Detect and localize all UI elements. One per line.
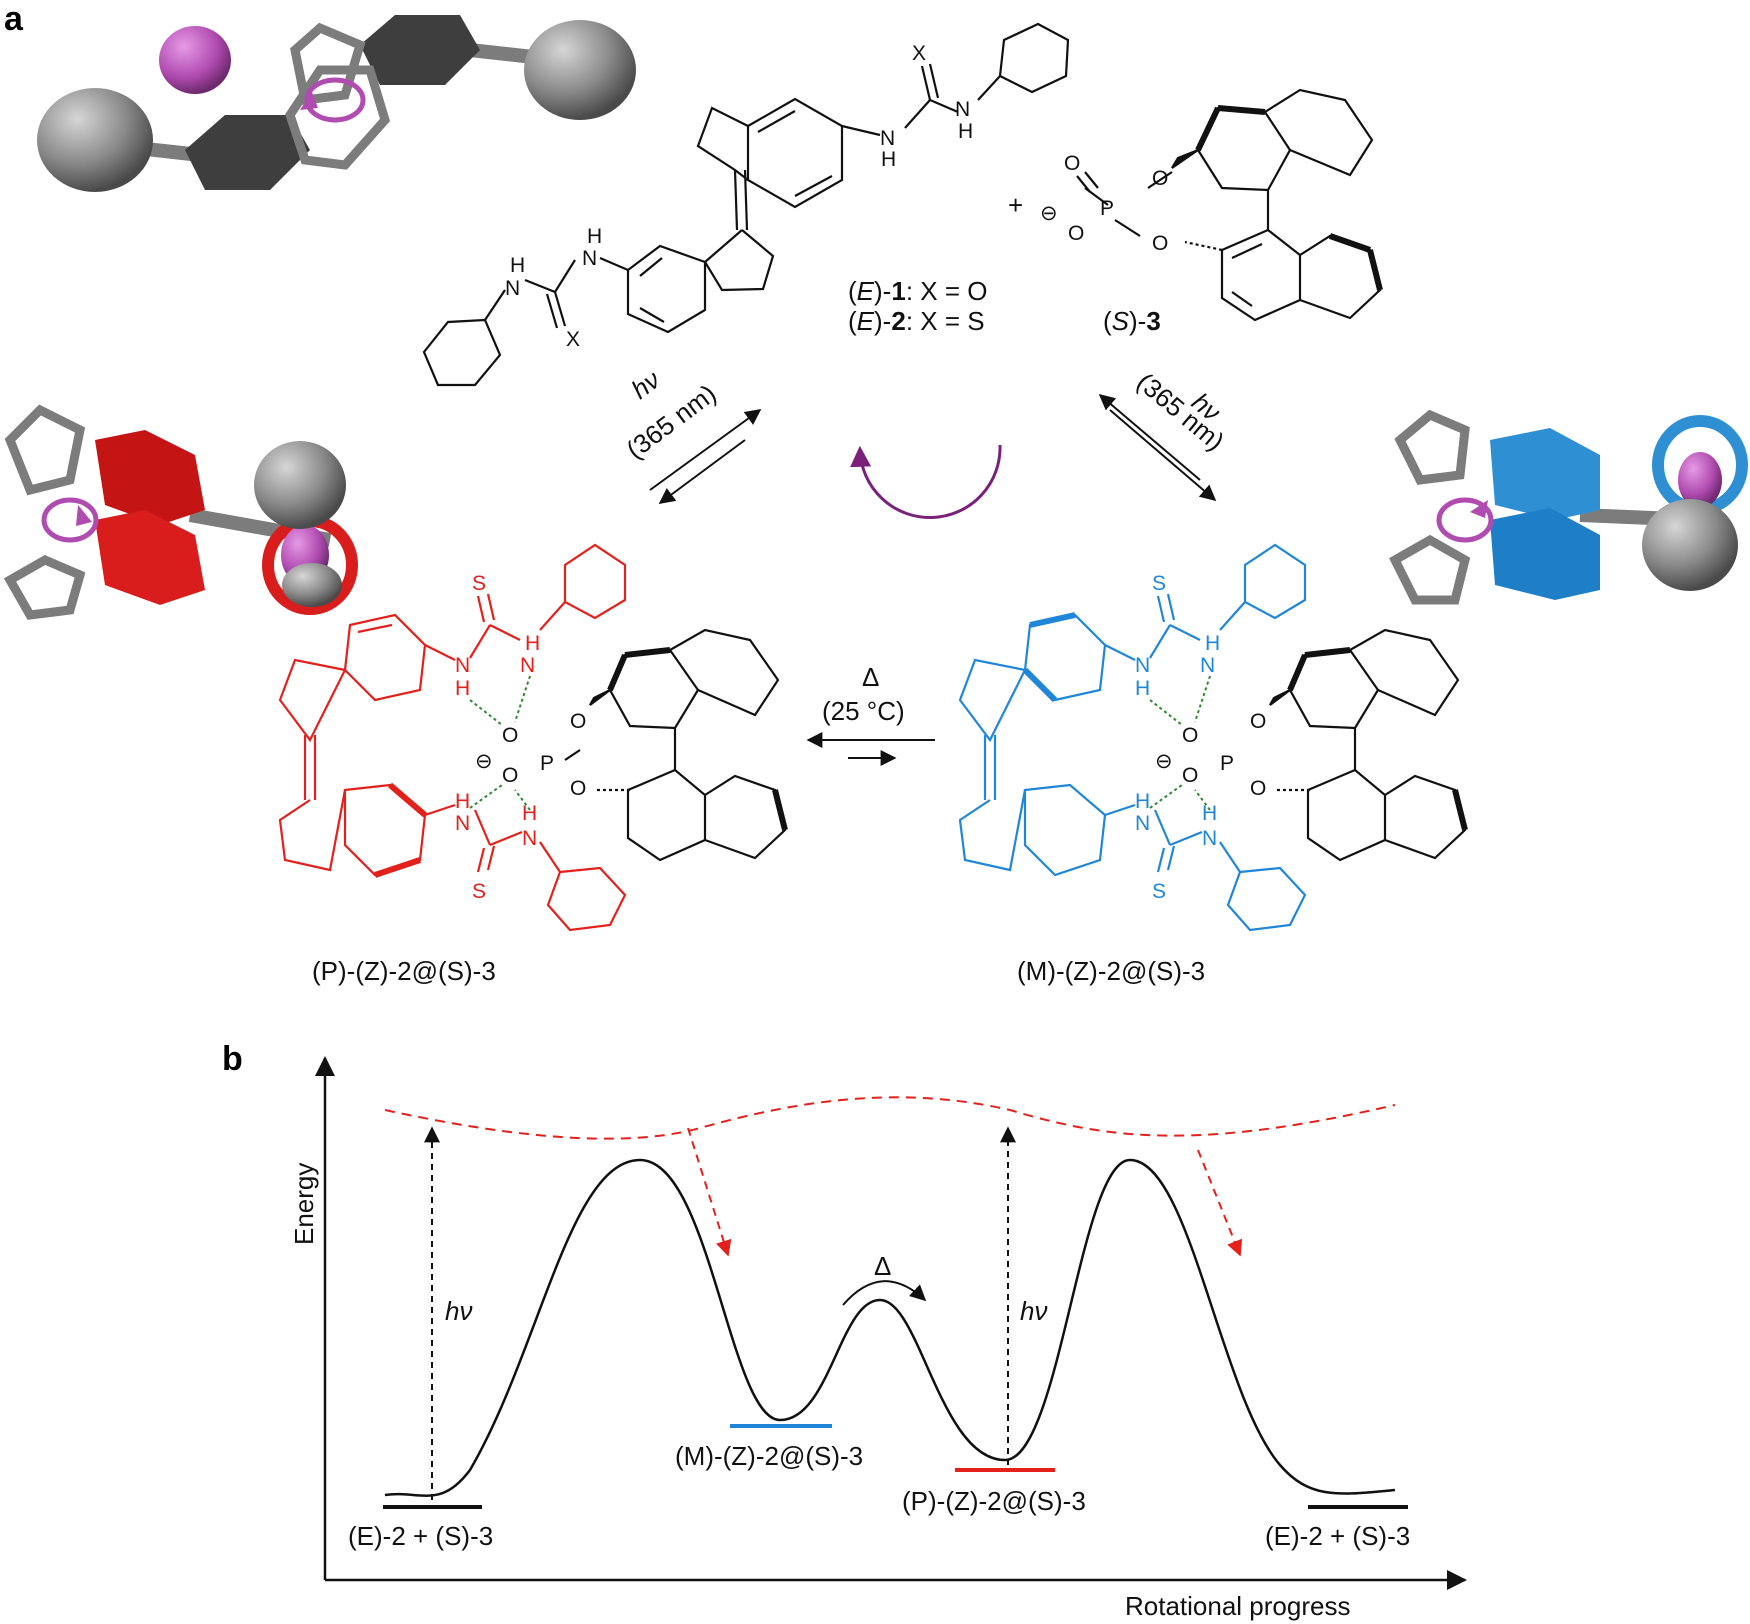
svg-text:O: O	[1250, 710, 1266, 733]
svg-text:O: O	[1068, 222, 1084, 245]
photo-equilibrium-right: hν (365 nm)	[1098, 367, 1230, 502]
svg-text:N: N	[455, 654, 470, 677]
svg-text:X: X	[566, 328, 580, 351]
svg-text:O: O	[570, 777, 586, 800]
complex-m-structure	[958, 543, 1307, 932]
energy-diagram: Energy Rotational progress hν hν Δ (E)-2…	[289, 1056, 1467, 1621]
complex-m-atoms: N H N H S H N H N S O O P O O ⊖	[1135, 572, 1266, 903]
svg-text:H: H	[587, 225, 602, 248]
svg-text:H: H	[510, 254, 525, 277]
level-e2-right-label: (E)-2 + (S)-3	[1265, 1521, 1410, 1551]
svg-text:N: N	[955, 98, 970, 121]
relaxation-arrow-right	[1197, 1149, 1243, 1257]
svg-text:⊖: ⊖	[1155, 750, 1173, 773]
model-e-top-left	[37, 15, 636, 192]
relaxation-arrow-left	[687, 1127, 732, 1257]
svg-text:H: H	[522, 802, 537, 825]
svg-text:H: H	[455, 790, 470, 813]
model-p-red	[3, 404, 358, 620]
svg-text:N: N	[522, 827, 537, 850]
svg-text:H: H	[525, 632, 540, 655]
thermal-equilibrium: Δ (25 °C)	[806, 662, 935, 766]
svg-text:O: O	[1064, 152, 1080, 175]
structure-s3	[1076, 88, 1383, 322]
svg-text:N: N	[880, 127, 895, 150]
svg-text:S: S	[472, 880, 486, 903]
complex-m-binol	[1269, 628, 1468, 862]
svg-text:N: N	[1202, 827, 1217, 850]
complex-p-binol	[564, 628, 788, 862]
compound-label-s3: (S)-3	[1103, 306, 1161, 336]
svg-text:P: P	[1100, 197, 1114, 220]
svg-text:N: N	[455, 812, 470, 835]
y-axis-label: Energy	[289, 1163, 319, 1245]
structure-s3-atoms: P O O O O ⊖	[1040, 152, 1168, 255]
svg-text:hν: hν	[626, 364, 666, 404]
svg-text:O: O	[1152, 167, 1168, 190]
thermal-arrow-icon	[842, 1280, 927, 1306]
ground-state-curve	[384, 1158, 1396, 1497]
svg-text:H: H	[455, 677, 470, 700]
level-p-label: (P)-(Z)-2@(S)-3	[902, 1486, 1086, 1516]
complex-p-structure	[278, 543, 627, 932]
complex-p-hbonds	[469, 675, 531, 811]
svg-text:O: O	[502, 724, 518, 747]
complex-p-atoms: N H N H S H N H N S O O P O O ⊖	[455, 572, 586, 903]
svg-text:N: N	[1135, 654, 1150, 677]
svg-text:O: O	[1182, 764, 1198, 787]
svg-text:H: H	[1135, 677, 1150, 700]
panel-label-b: b	[222, 1040, 243, 1078]
level-m-label: (M)-(Z)-2@(S)-3	[675, 1441, 863, 1471]
svg-text:S: S	[472, 572, 486, 595]
svg-text:⊖: ⊖	[1040, 202, 1058, 225]
svg-text:P: P	[1220, 752, 1234, 775]
structure-e-atoms: N H N H X N H N H X	[505, 42, 973, 351]
svg-text:Δ: Δ	[862, 662, 879, 692]
model-m-blue	[1389, 409, 1748, 605]
level-e2-left-label: (E)-2 + (S)-3	[348, 1521, 493, 1551]
svg-text:(25 °C): (25 °C)	[822, 696, 905, 726]
x-axis-label: Rotational progress	[1125, 1591, 1350, 1621]
excited-state-curve	[384, 1096, 1396, 1140]
complex-m-hbonds	[1149, 675, 1211, 811]
plus-sign: +	[1008, 190, 1023, 220]
svg-text:H: H	[1202, 802, 1217, 825]
svg-text:H: H	[1205, 632, 1220, 655]
delta-label: Δ	[874, 1251, 891, 1281]
complex-p-label: (P)-(Z)-2@(S)-3	[312, 956, 496, 986]
svg-text:H: H	[958, 120, 973, 143]
svg-text:S: S	[1152, 880, 1166, 903]
svg-text:N: N	[1200, 654, 1215, 677]
svg-text:H: H	[1135, 790, 1150, 813]
svg-text:⊖: ⊖	[475, 750, 493, 773]
svg-text:(E)-2: X = S: (E)-2: X = S	[848, 306, 985, 336]
panel-label-a: a	[4, 0, 24, 38]
compound-labels-e: (E)-1: X = O (E)-2: X = S	[848, 276, 987, 336]
svg-text:P: P	[540, 752, 554, 775]
svg-text:N: N	[1135, 812, 1150, 835]
svg-text:N: N	[520, 654, 535, 677]
svg-text:H: H	[881, 148, 896, 171]
svg-text:S: S	[1152, 572, 1166, 595]
svg-text:X: X	[912, 42, 926, 65]
structure-e-thiourea	[422, 22, 1070, 387]
svg-text:O: O	[1182, 724, 1198, 747]
svg-text:(E)-1: X = O: (E)-1: X = O	[848, 276, 987, 306]
svg-text:O: O	[1250, 777, 1266, 800]
svg-text:N: N	[505, 277, 520, 300]
svg-text:O: O	[1152, 232, 1168, 255]
photo-equilibrium-left: hν (365 nm)	[621, 364, 762, 504]
hv-label-left: hν	[445, 1296, 472, 1326]
rotation-cycle-arrow-icon	[850, 444, 1002, 519]
hv-label-right: hν	[1020, 1296, 1047, 1326]
svg-text:O: O	[570, 710, 586, 733]
svg-text:O: O	[502, 764, 518, 787]
complex-m-label: (M)-(Z)-2@(S)-3	[1017, 956, 1205, 986]
svg-text:N: N	[582, 247, 597, 270]
